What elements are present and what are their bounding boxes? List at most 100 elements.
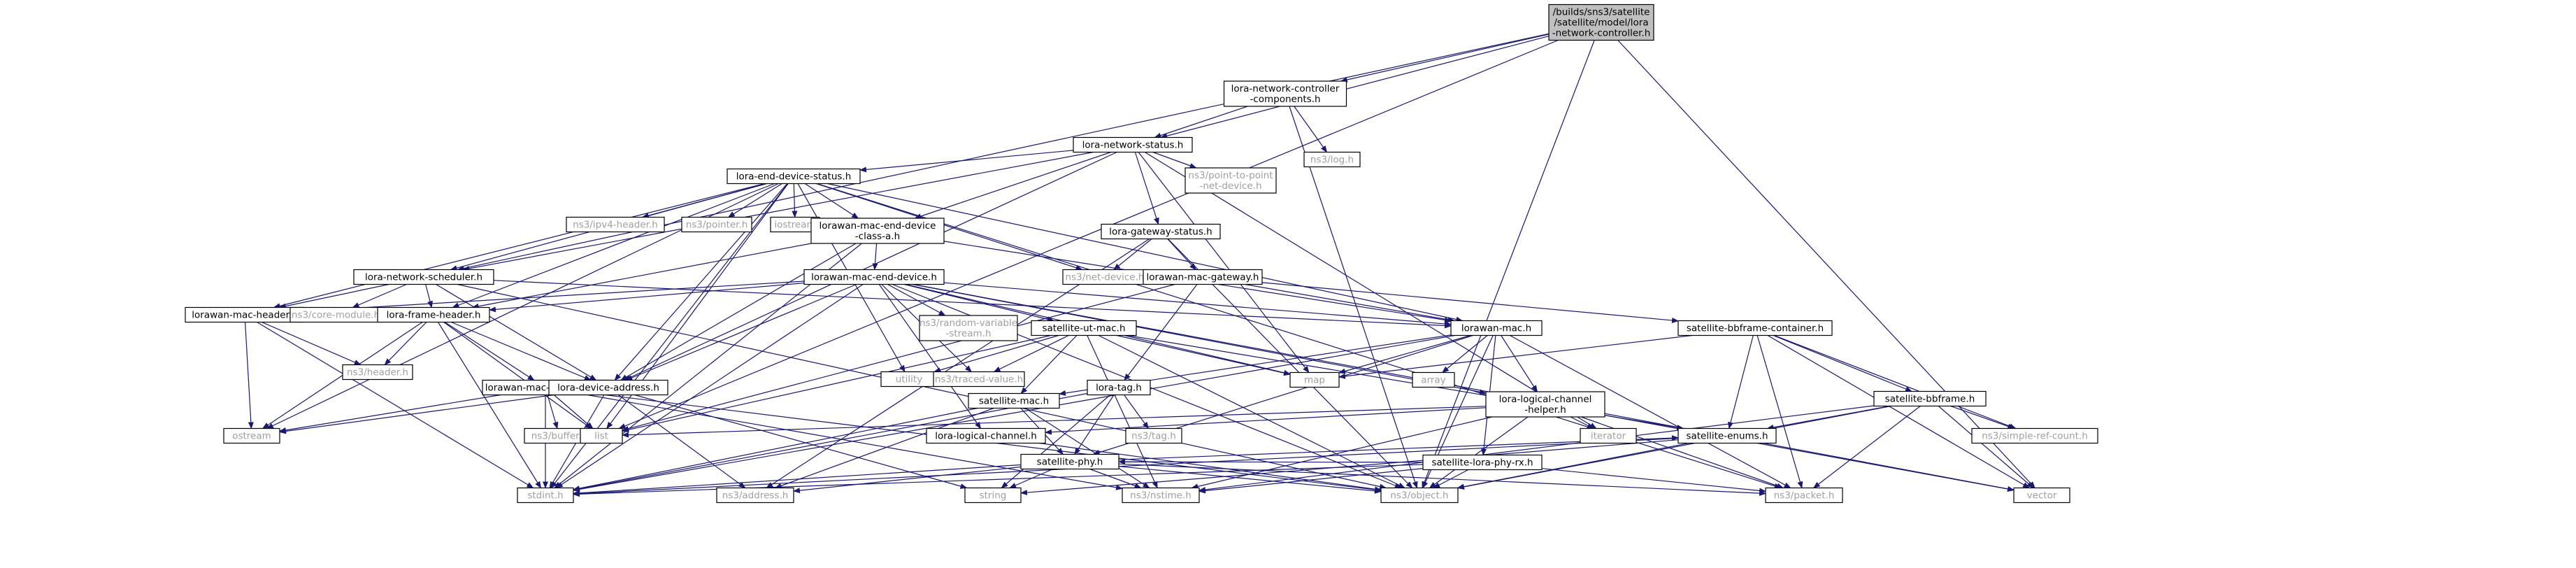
node-box-lda — [548, 379, 668, 396]
edge-sphy-to-address — [793, 466, 1022, 494]
node-label-iterator: iterator — [1591, 431, 1626, 442]
node-lmedca[interactable]: lorawan-mac-end-device-class-a.h — [810, 218, 945, 244]
edge-lmgw-to-lmac — [1245, 283, 1455, 322]
node-box-src — [1971, 427, 2098, 444]
node-box-lsched — [353, 269, 494, 285]
node-box-sbbfc — [1677, 320, 1833, 336]
edge-leds-to-lda — [614, 183, 788, 381]
edge-sutmac-to-traced — [993, 334, 1069, 373]
node-label-p2p-line2: -net-device.h — [1199, 180, 1261, 192]
edge-senums-to-string — [1020, 439, 1679, 496]
edge-llch-to-vector — [1604, 415, 2015, 492]
node-box-p2p — [1185, 167, 1277, 194]
node-leds[interactable]: lora-end-device-status.h — [727, 168, 861, 185]
node-box-header — [342, 364, 413, 381]
node-box-iterator — [1580, 427, 1637, 444]
edge-lsched-to-lfh — [425, 284, 433, 308]
edge-lmed-to-lda — [625, 283, 857, 381]
node-lgs[interactable]: lora-gateway-status.h — [1101, 223, 1221, 240]
edge-lgs-to-netdev — [1113, 239, 1152, 271]
node-label-lnc_components-line1: lora-network-controller — [1231, 83, 1340, 94]
edge-lsched-to-lmh — [278, 283, 389, 309]
node-label-iostream: iostream — [774, 220, 815, 231]
node-pointer: ns3/pointer.h — [681, 216, 752, 233]
node-label-log: ns3/log.h — [1310, 155, 1354, 166]
node-label-senums: satellite-enums.h — [1686, 431, 1768, 442]
node-lda[interactable]: lora-device-address.h — [548, 379, 668, 396]
node-box-pointer — [681, 216, 752, 233]
node-ltag[interactable]: lora-tag.h — [1087, 379, 1151, 396]
node-root[interactable]: /builds/sns3/satellite/satellite/model/l… — [1548, 3, 1654, 41]
edge-lfh-to-list — [443, 322, 592, 429]
edge-lnc_components-to-log — [1294, 106, 1328, 153]
edge-lda-to-ostream — [279, 394, 554, 434]
edge-lmgw-to-list — [622, 283, 1175, 432]
node-sutmac[interactable]: satellite-ut-mac.h — [1031, 320, 1137, 336]
node-lmed[interactable]: lorawan-mac-end-device.h — [803, 269, 945, 285]
edge-slprx-to-stdint — [573, 464, 1424, 497]
edge-sphy-to-nstime — [1089, 468, 1142, 489]
node-packet: ns3/packet.h — [1765, 487, 1843, 504]
node-box-string — [964, 487, 1022, 504]
node-label-ltag: lora-tag.h — [1096, 383, 1142, 394]
node-box-ltag — [1087, 379, 1151, 396]
node-label-smac: satellite-mac.h — [979, 396, 1049, 407]
node-lnc_components[interactable]: lora-network-controller-components.h — [1223, 80, 1347, 107]
edge-sbbfc-to-sbbf — [1773, 334, 1912, 392]
node-label-lsched: lora-network-scheduler.h — [365, 272, 482, 283]
node-label-vector: vector — [2027, 490, 2057, 502]
edge-lns-to-lda — [623, 151, 1117, 381]
edge-lmgw-to-sbbfc — [1261, 282, 1679, 323]
edge-senums-to-stdint — [573, 437, 1679, 497]
node-lns[interactable]: lora-network-status.h — [1073, 136, 1193, 153]
node-box-lfh — [377, 306, 490, 323]
edge-senums-to-object — [1457, 442, 1689, 490]
node-label-llch-line1: lora-logical-channel — [1499, 394, 1592, 405]
node-smac[interactable]: satellite-mac.h — [968, 392, 1060, 409]
node-label-lmgw: lorawan-mac-gateway.h — [1147, 272, 1259, 283]
edge-ltag-to-string — [1001, 395, 1111, 489]
edge-llch-to-list — [622, 406, 1487, 438]
node-label-traced: ns3/traced-value.h — [935, 374, 1023, 385]
node-sbbf[interactable]: satellite-bbframe.h — [1873, 390, 1987, 407]
node-box-lmgw — [1143, 269, 1263, 285]
node-label-llc: lora-logical-channel.h — [935, 431, 1037, 442]
node-vector: vector — [2013, 487, 2070, 504]
edge-slprx-to-packet — [1541, 468, 1766, 494]
edge-lmc-to-list — [553, 395, 594, 429]
node-label-address: ns3/address.h — [722, 490, 789, 502]
edge-lmac-to-packet — [1510, 334, 1791, 489]
node-label-sutmac: satellite-ut-mac.h — [1042, 323, 1125, 334]
edge-root-to-object — [1422, 40, 1595, 489]
node-sphy[interactable]: satellite-phy.h — [1020, 453, 1119, 470]
edge-lmh-to-header — [262, 321, 362, 366]
node-slprx[interactable]: satellite-lora-phy-rx.h — [1422, 454, 1543, 471]
node-map: map — [1289, 371, 1340, 388]
node-label-ipv4: ns3/ipv4-header.h — [573, 220, 658, 231]
edge-lgs-to-lmgw — [1167, 239, 1196, 271]
edge-lmed-to-vector — [913, 283, 2015, 492]
edge-leds-to-lmh — [273, 183, 765, 309]
node-sbbfc[interactable]: satellite-bbframe-container.h — [1677, 320, 1833, 336]
edge-llch-to-nstime — [1191, 416, 1492, 490]
node-nstime: ns3/nstime.h — [1122, 487, 1200, 504]
node-lmac[interactable]: lorawan-mac.h — [1450, 320, 1543, 336]
edge-lmed-to-lmh — [303, 281, 805, 314]
node-lsched[interactable]: lora-network-scheduler.h — [353, 269, 494, 285]
node-label-root-line3: -network-controller.h — [1552, 28, 1651, 39]
edge-lmed-to-sutmac — [904, 283, 1054, 322]
node-llch[interactable]: lora-logical-channel-helper.h — [1485, 391, 1605, 418]
node-lmh[interactable]: lorawan-mac-header.h — [185, 306, 305, 323]
node-box-sbbf — [1873, 390, 1987, 407]
node-lmgw[interactable]: lorawan-mac-gateway.h — [1143, 269, 1263, 285]
edge-sutmac-to-map — [1116, 334, 1291, 376]
node-senums[interactable]: satellite-enums.h — [1677, 427, 1777, 444]
node-lfh[interactable]: lora-frame-header.h — [377, 306, 490, 323]
node-llc[interactable]: lora-logical-channel.h — [926, 427, 1046, 444]
node-address: ns3/address.h — [716, 487, 794, 504]
node-box-list — [580, 427, 623, 444]
edge-lda-to-string — [634, 394, 968, 489]
edge-smac-to-stdint — [573, 407, 978, 492]
node-label-pointer: ns3/pointer.h — [686, 220, 748, 231]
node-stdint: stdint.h — [517, 487, 574, 504]
